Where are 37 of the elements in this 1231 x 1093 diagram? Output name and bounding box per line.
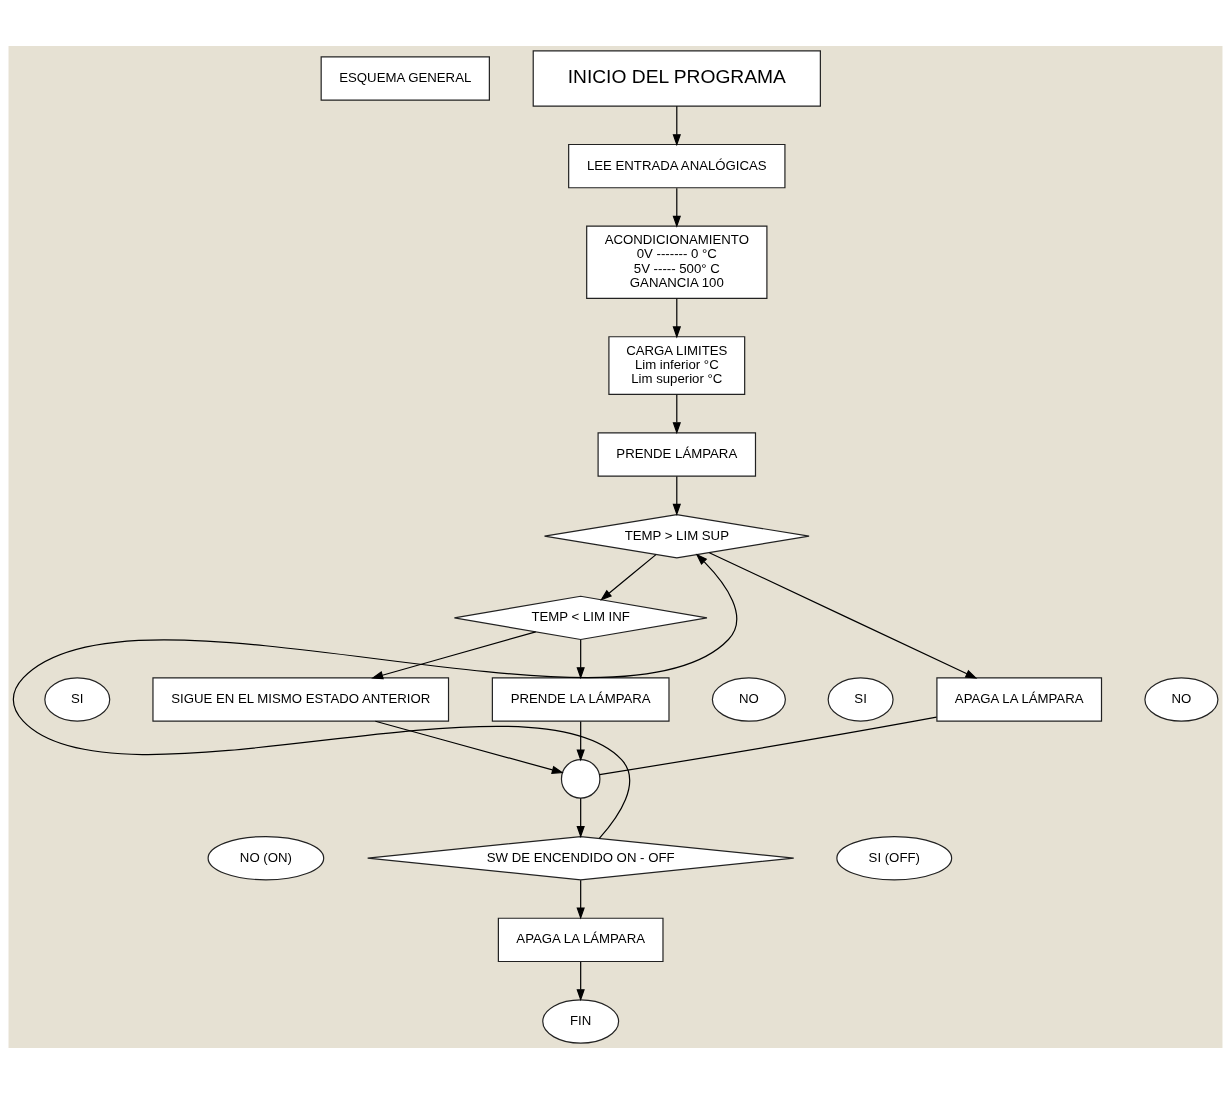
connector bbox=[598, 716, 938, 775]
node-diamond: TEMP > LIM SUP bbox=[543, 513, 810, 558]
arrow bbox=[576, 960, 585, 1001]
node-box: CARGA LIMITES Lim inferior °C Lim superior °C bbox=[608, 335, 746, 395]
node-ellipse: SI bbox=[44, 676, 111, 722]
node-diamond: TEMP < LIM INF bbox=[453, 595, 708, 640]
node-box: ACONDICIONAMIENTO 0V ------- 0 °C 5V ----- 500° C GANANCIA 100 bbox=[586, 225, 768, 299]
node-ellipse: SI bbox=[827, 676, 894, 722]
arrow bbox=[672, 297, 681, 338]
node-circle bbox=[560, 758, 601, 799]
arrow bbox=[672, 105, 681, 146]
node-box: PRENDE LÁMPARA bbox=[597, 431, 757, 477]
node-ellipse: NO bbox=[711, 676, 786, 722]
arrow bbox=[576, 638, 585, 679]
arrow bbox=[600, 553, 657, 601]
node-box: PRENDE LA LÁMPARA bbox=[491, 676, 670, 722]
node-box: INICIO DEL PROGRAMA bbox=[532, 49, 821, 107]
arrow bbox=[672, 475, 681, 516]
arrow bbox=[371, 630, 537, 679]
arrow bbox=[12, 553, 738, 839]
arrow bbox=[708, 551, 978, 679]
arrow bbox=[576, 720, 585, 761]
arrow bbox=[672, 187, 681, 228]
arrow bbox=[374, 720, 564, 774]
node-box: LEE ENTRADA ANALÓGICAS bbox=[568, 143, 786, 188]
node-box: SIGUE EN EL MISMO ESTADO ANTERIOR bbox=[152, 676, 450, 722]
arrow bbox=[576, 797, 585, 838]
node-box: APAGA LA LÁMPARA bbox=[936, 676, 1103, 722]
node-box: ESQUEMA GENERAL bbox=[320, 55, 490, 101]
node-diamond: SW DE ENCENDIDO ON - OFF bbox=[367, 835, 795, 880]
node-box: APAGA LA LÁMPARA bbox=[497, 917, 664, 962]
node-ellipse: SI (OFF) bbox=[836, 835, 953, 880]
arrow bbox=[672, 393, 681, 434]
node-ellipse: NO (ON) bbox=[207, 835, 325, 880]
arrow bbox=[576, 879, 585, 919]
node-ellipse: NO bbox=[1144, 676, 1219, 722]
node-ellipse: FIN bbox=[542, 998, 620, 1044]
